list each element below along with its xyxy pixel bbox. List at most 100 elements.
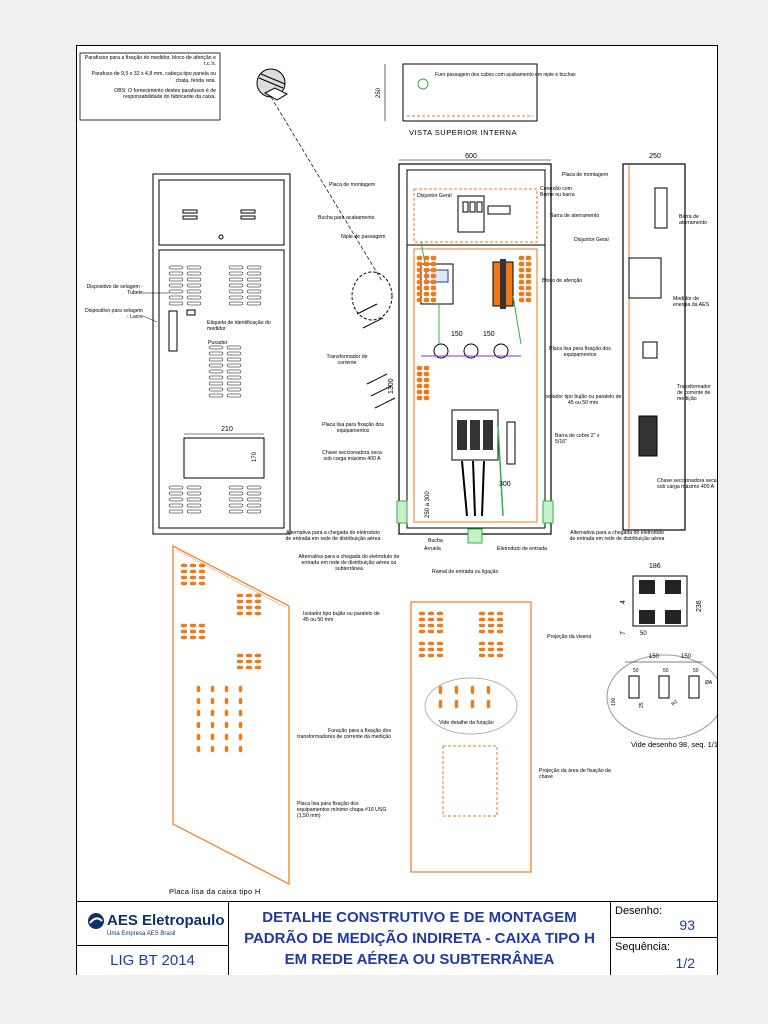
drawing-sheet: Parafusos para a fixação do medidor, blo… — [76, 45, 718, 975]
hole-detail-drawing — [625, 661, 703, 699]
louver-slot — [427, 653, 435, 658]
louver-slot — [416, 279, 423, 285]
louver-slot — [254, 665, 262, 670]
louver-slot — [189, 629, 197, 634]
louver-slot — [423, 383, 430, 389]
louver-slot — [496, 611, 504, 616]
louver-slot — [470, 699, 475, 709]
louver-slot — [518, 279, 525, 285]
label-projecao-viseira: Projeção da viseira — [547, 634, 591, 640]
louver-slot — [198, 575, 206, 580]
louver-slot — [189, 569, 197, 574]
label-medidor-aes: Medidor de energia da AES — [673, 296, 710, 308]
dim-50: 50 — [640, 631, 647, 637]
louver-slot — [438, 685, 443, 695]
louver-slot — [180, 623, 188, 628]
label-disjuntor-geral-right: Disjuntor Geral — [574, 237, 609, 243]
label-puxador: Puxador — [208, 340, 228, 346]
label-bucha: Bucha — [428, 538, 443, 544]
sequencia-label: Sequência: — [615, 941, 671, 953]
viseira-detail — [632, 575, 688, 627]
louver-slot — [430, 285, 437, 291]
label-projecao-area: Projeção da área de fixação da chave — [539, 768, 611, 780]
mounting-plate-perspective — [172, 545, 290, 885]
title-line-3: EM REDE AÉREA OU SUBTERRÂNEA — [284, 951, 555, 968]
louver-slot — [478, 623, 486, 628]
louver-slot — [427, 617, 435, 622]
louver-slot — [478, 611, 486, 616]
louver-slot — [416, 273, 423, 279]
title-line-1: DETALHE CONSTRUTIVO E DE MONTAGEM — [262, 909, 577, 926]
louver-slot — [226, 375, 242, 380]
label-arruela: Arruela — [424, 546, 441, 552]
louver-slot — [486, 685, 491, 695]
louver-slot — [189, 575, 197, 580]
louver-slot — [254, 659, 262, 664]
louver-slot — [186, 491, 202, 496]
louver-slot — [254, 605, 262, 610]
louver-slot — [525, 291, 532, 297]
louver-slot — [525, 279, 532, 285]
note-screw-spec: Parafuso de 9,5 x 32 x 4,8 mm, cabeça ti… — [91, 71, 216, 84]
label-ramal: Ramal de entrada ou ligação — [432, 569, 498, 575]
louver-slot — [238, 733, 243, 741]
louver-slot — [238, 697, 243, 705]
label-niple-passagem: Niple de passagem — [341, 234, 385, 240]
louver-slot — [236, 611, 244, 616]
louver-slot — [189, 623, 197, 628]
louver-slot — [438, 699, 443, 709]
det-dim-100: 100 — [611, 697, 617, 706]
louver-slot — [430, 273, 437, 279]
louver-slot — [427, 629, 435, 634]
louver-slot — [186, 295, 202, 300]
louver-slot — [436, 629, 444, 634]
side-view — [622, 163, 686, 531]
dim-4: 4 — [620, 600, 627, 604]
louver-slot — [208, 375, 224, 380]
louver-slot — [416, 261, 423, 267]
louver-slot — [196, 709, 201, 717]
louver-slot — [525, 261, 532, 267]
dim-170: 170 — [252, 451, 258, 462]
louver-slot — [430, 291, 437, 297]
louver-slot — [518, 291, 525, 297]
det-dim-50-a: 50 — [633, 668, 639, 674]
louver-slot — [198, 563, 206, 568]
dim-250-300: 250 a 300 — [425, 491, 431, 518]
aes-logo-icon — [88, 913, 104, 929]
title-block: AES Eletropaulo Uma Empresa AES Brasil L… — [77, 901, 717, 975]
louver-slot — [228, 265, 244, 270]
label-alt-subterranea: Alternativa para a chegada do eletroduto… — [298, 554, 400, 572]
louver-slot — [416, 389, 423, 395]
label-vide-detalhe: Vide detalhe da furação — [439, 720, 494, 726]
louver-slot — [496, 647, 504, 652]
louver-slot — [418, 629, 426, 634]
louver-slot — [228, 491, 244, 496]
louver-slot — [208, 351, 224, 356]
louver-slot — [423, 371, 430, 377]
label-furacao-tc: Furação para a fixação dos transformador… — [297, 728, 391, 740]
louver-slot — [198, 623, 206, 628]
louver-slot — [486, 699, 491, 709]
louver-slot — [478, 653, 486, 658]
louver-slot — [487, 641, 495, 646]
louver-slot — [418, 653, 426, 658]
louver-slot — [238, 721, 243, 729]
louver-slot — [246, 289, 262, 294]
louver-slot — [427, 641, 435, 646]
door-window — [183, 437, 265, 479]
det-dim-150-a: 150 — [649, 654, 660, 660]
label-placa-lisa: Placa lisa para fixação dos equipamentos — [322, 422, 384, 434]
louver-slot — [245, 611, 253, 616]
louver-slot — [168, 265, 184, 270]
label-bucha-acabamento: Bucha para acabamento — [318, 215, 375, 221]
louver-slot — [238, 745, 243, 753]
louver-slot — [487, 653, 495, 658]
label-barra-aterramento-right: Barra de aterramento — [679, 214, 707, 226]
louver-slot — [168, 271, 184, 276]
plate-louvers — [180, 563, 262, 753]
sequencia-cell: Sequência: 1/2 — [611, 938, 717, 975]
louver-slot — [487, 611, 495, 616]
louver-slot — [168, 295, 184, 300]
louver-slot — [487, 617, 495, 622]
